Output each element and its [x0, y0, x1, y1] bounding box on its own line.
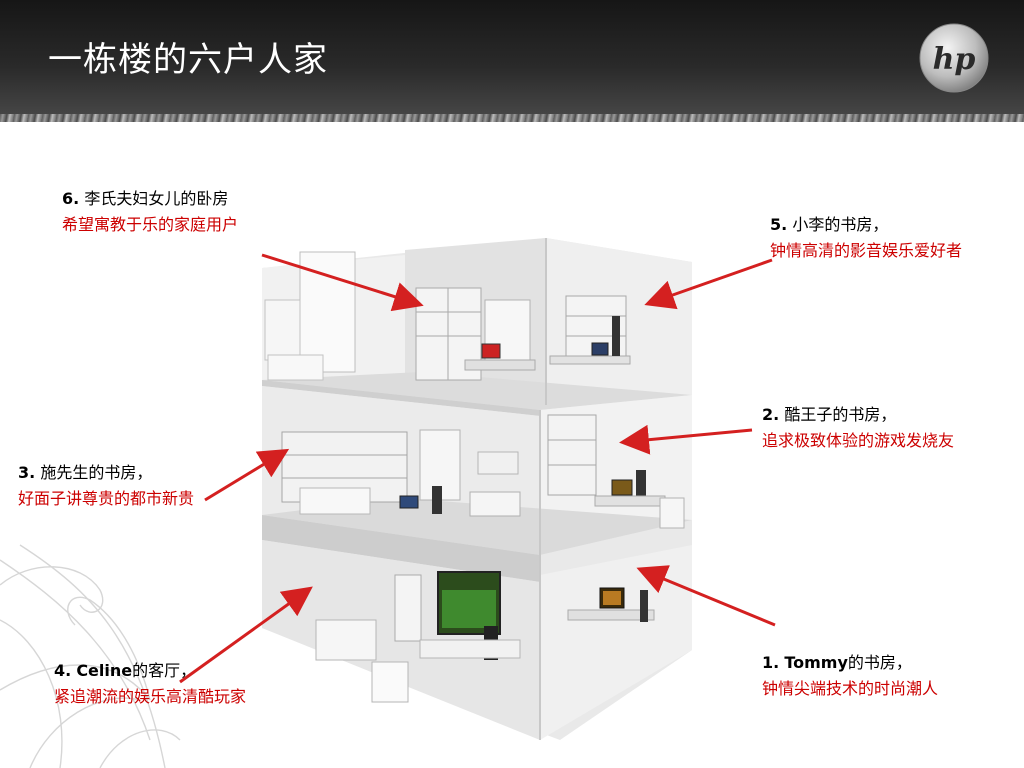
household-number: 4.	[54, 661, 72, 680]
household-room: 施先生的书房，	[40, 463, 153, 482]
slide-title: 一栋楼的六户人家	[48, 40, 328, 80]
household-owner-name: Tommy	[784, 653, 848, 672]
household-description: 钟情尖端技术的时尚潮人	[762, 679, 939, 698]
household-room: 的客厅，	[132, 661, 197, 680]
arrow-household-1	[636, 565, 776, 627]
header-texture-band	[0, 114, 1024, 122]
callout-household-1: 1. Tommy的书房， 钟情尖端技术的时尚潮人	[762, 650, 938, 702]
household-description: 追求极致体验的游戏发烧友	[762, 431, 955, 450]
arrow-household-2	[619, 424, 753, 455]
household-room: 李氏夫妇女儿的卧房	[84, 189, 229, 208]
household-number: 3.	[18, 463, 36, 482]
callout-household-4: 4. Celine的客厅， 紧追潮流的娱乐高清酷玩家	[54, 658, 246, 710]
callout-household-2: 2. 酷王子的书房， 追求极致体验的游戏发烧友	[762, 402, 954, 454]
household-description: 好面子讲尊贵的都市新贵	[18, 489, 195, 508]
household-room: 的书房，	[847, 653, 912, 672]
household-room: 酷王子的书房，	[784, 405, 897, 424]
callout-household-5: 5. 小李的书房， 钟情高清的影音娱乐爱好者	[770, 212, 962, 264]
callout-household-6: 6. 李氏夫妇女儿的卧房 希望寓教于乐的家庭用户	[62, 186, 238, 238]
callout-household-3: 3. 施先生的书房， 好面子讲尊贵的都市新贵	[18, 460, 194, 512]
household-number: 6.	[62, 189, 80, 208]
arrow-household-4	[179, 586, 313, 684]
arrow-household-6	[261, 253, 424, 312]
household-owner-name: Celine	[76, 661, 133, 680]
household-description: 紧追潮流的娱乐高清酷玩家	[54, 687, 247, 706]
hp-logo-text: hp	[933, 42, 976, 77]
household-room: 小李的书房，	[792, 215, 889, 234]
hp-logo-icon: hp	[919, 23, 989, 93]
arrow-household-5	[644, 258, 773, 310]
arrow-household-3	[204, 448, 290, 502]
slide-header: 一栋楼的六户人家 hp	[0, 0, 1024, 122]
household-number: 2.	[762, 405, 780, 424]
household-number: 1.	[762, 653, 780, 672]
household-description: 钟情高清的影音娱乐爱好者	[770, 241, 963, 260]
household-description: 希望寓教于乐的家庭用户	[62, 215, 239, 234]
household-number: 5.	[770, 215, 788, 234]
